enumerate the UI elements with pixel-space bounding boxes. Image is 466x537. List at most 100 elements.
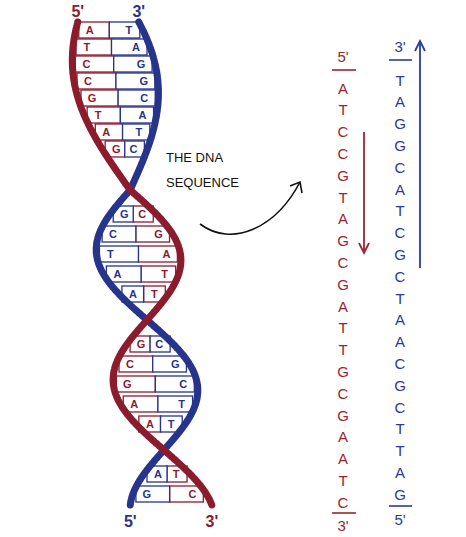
base-letter: A	[130, 399, 138, 410]
sequence-letter: T	[338, 342, 347, 357]
curved-arrow	[200, 182, 300, 234]
direction-arrow	[363, 132, 365, 252]
sequence-letter: G	[394, 378, 406, 393]
base-box	[106, 266, 141, 282]
strand-end-label: 5'	[71, 4, 84, 20]
sequence-letter: C	[338, 386, 349, 401]
base-box	[136, 486, 170, 502]
base-letter: C	[138, 209, 146, 220]
backbone-strand	[72, 22, 212, 505]
base-letter: A	[162, 249, 170, 260]
underline	[332, 69, 356, 71]
base-letter: T	[168, 419, 175, 430]
base-letter: A	[102, 127, 110, 138]
sequence-letter: A	[338, 299, 348, 314]
sequence-letter: G	[394, 247, 406, 262]
base-letter: T	[95, 110, 102, 121]
strand-end-label: 5'	[124, 514, 137, 530]
base-box	[102, 226, 136, 242]
sequence-letter: A	[395, 334, 405, 349]
sequence-letter: G	[394, 487, 406, 502]
base-box	[118, 90, 155, 106]
sequence-letter: G	[337, 277, 349, 292]
base-box	[81, 90, 118, 106]
base-box	[109, 22, 140, 38]
strand-end-label: 3'	[337, 518, 348, 533]
sequence-letter: C	[338, 255, 349, 270]
base-letter: C	[188, 489, 196, 500]
sequence-letter: A	[338, 211, 348, 226]
arrow-head	[415, 41, 425, 51]
strand-end-label: 5'	[337, 49, 348, 64]
base-letter: G	[123, 379, 132, 390]
base-letter: A	[146, 419, 154, 430]
base-box	[116, 73, 155, 89]
base-box	[114, 56, 152, 72]
base-box	[119, 356, 153, 372]
sequence-letter: T	[338, 320, 347, 335]
sequence-letter: T	[395, 443, 404, 458]
base-letter: T	[178, 399, 185, 410]
sequence-letter: C	[338, 146, 349, 161]
base-letter: T	[161, 269, 168, 280]
arrow-head	[290, 182, 302, 193]
annotation-text: THE DNA SEQUENCE	[166, 146, 258, 195]
base-letter: C	[140, 93, 148, 104]
sequence-letter: C	[395, 160, 406, 175]
sequence-letter: G	[337, 408, 349, 423]
base-letter: C	[84, 76, 92, 87]
base-letter: C	[155, 339, 163, 350]
base-box	[112, 39, 147, 55]
base-letter: G	[140, 76, 149, 87]
sequence-letter: T	[395, 73, 404, 88]
sequence-letter: T	[395, 203, 404, 218]
sequence-letter: A	[338, 81, 348, 96]
sequence-letter: C	[338, 495, 349, 510]
base-letter: A	[154, 469, 162, 480]
overline	[332, 512, 356, 514]
underline	[389, 59, 412, 61]
base-letter: A	[113, 269, 121, 280]
sequence-letter: A	[395, 94, 405, 109]
base-letter: A	[132, 42, 140, 53]
sequence-letter: A	[338, 429, 348, 444]
sequence-letter: A	[395, 465, 405, 480]
base-letter: G	[137, 59, 146, 70]
sequence-letter: A	[338, 451, 348, 466]
base-box	[155, 376, 194, 392]
base-letter: G	[112, 144, 121, 155]
base-letter: T	[135, 127, 142, 138]
base-box	[141, 266, 176, 282]
base-letter: C	[126, 359, 134, 370]
base-box	[123, 396, 158, 412]
base-box	[158, 396, 193, 412]
base-box	[125, 141, 145, 157]
base-box	[79, 22, 110, 38]
strand-end-label: 3'	[206, 514, 219, 530]
base-box	[76, 39, 111, 55]
base-letter: G	[88, 93, 97, 104]
sequence-letter: T	[395, 291, 404, 306]
sequence-letter: A	[395, 182, 405, 197]
direction-arrow	[419, 42, 421, 268]
base-letter: A	[86, 25, 94, 36]
sequence-letter: G	[337, 233, 349, 248]
base-letter: C	[109, 229, 117, 240]
overline	[389, 505, 412, 507]
sequence-letter: T	[338, 102, 347, 117]
base-letter: G	[171, 359, 180, 370]
base-letter: T	[151, 289, 158, 300]
base-letter: G	[143, 489, 152, 500]
sequence-letter: C	[395, 225, 406, 240]
strand-end-label: 3'	[394, 39, 405, 54]
base-letter: C	[82, 59, 90, 70]
base-box	[75, 56, 113, 72]
base-letter: T	[125, 25, 132, 36]
base-letter: T	[84, 42, 91, 53]
sequence-letter: G	[394, 138, 406, 153]
sequence-letter: G	[337, 168, 349, 183]
base-letter: C	[129, 144, 137, 155]
base-box	[123, 124, 150, 140]
sequence-letter: C	[395, 400, 406, 415]
strand-end-label: 5'	[394, 512, 405, 527]
